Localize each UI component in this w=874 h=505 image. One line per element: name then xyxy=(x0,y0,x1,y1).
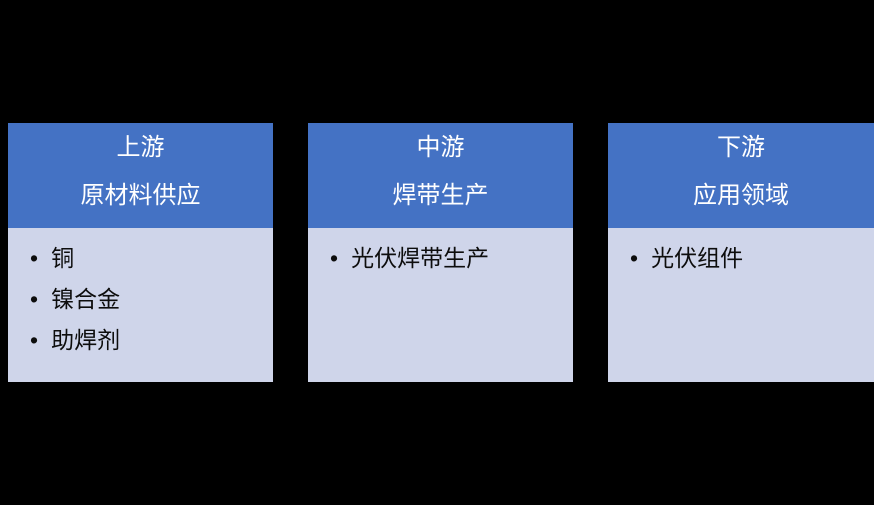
bullet-marker: • xyxy=(30,286,39,312)
stage-subtitle: 应用领域 xyxy=(693,182,789,209)
column-header-downstream: 下游 应用领域 xyxy=(608,123,874,228)
column-body-upstream: •铜 •镍合金 •助焊剂 xyxy=(8,228,273,382)
column-body-downstream: • 光伏组件 xyxy=(608,228,874,382)
stage-subtitle: 原材料供应 xyxy=(80,182,201,209)
bullet-list: •铜 •镍合金 •助焊剂 xyxy=(30,238,267,361)
stage-label: 上游 xyxy=(116,134,165,161)
column-header-midstream: 中游 焊带生产 xyxy=(308,123,573,228)
chain-column-upstream: 上游 原材料供应 •铜 •镍合金 •助焊剂 xyxy=(8,123,273,382)
bullet-marker: • xyxy=(330,245,339,271)
bullet-item: • 光伏组件 xyxy=(630,238,868,279)
bullet-item: • 镍合金 xyxy=(30,279,267,320)
bullet-list: • 光伏组件 xyxy=(630,238,868,279)
bullet-item-text: 光伏焊带生产 xyxy=(351,245,490,271)
stage-label: 中游 xyxy=(416,134,465,161)
chain-column-downstream: 下游 应用领域 • 光伏组件 xyxy=(608,123,874,382)
bullet-item: •铜 xyxy=(30,238,267,279)
bullet-marker: • xyxy=(30,327,39,353)
bullet-item: • 助焊剂 xyxy=(30,320,267,361)
bullet-marker: • xyxy=(630,245,639,271)
bullet-item-text: 助焊剂 xyxy=(51,327,121,353)
bullet-item-text: 光伏组件 xyxy=(651,245,744,271)
chain-column-midstream: 中游 焊带生产 • 光伏焊带生产 xyxy=(308,123,573,382)
column-header-upstream: 上游 原材料供应 xyxy=(8,123,273,228)
bullet-marker: • xyxy=(30,245,39,271)
column-body-midstream: • 光伏焊带生产 xyxy=(308,228,573,382)
bullet-item-text: 镍合金 xyxy=(51,286,121,312)
stage-label: 下游 xyxy=(717,134,765,161)
stage-subtitle: 焊带生产 xyxy=(392,182,489,209)
bullet-item: • 光伏焊带生产 xyxy=(330,238,567,279)
bullet-item-text: 铜 xyxy=(51,245,75,271)
bullet-list: • 光伏焊带生产 xyxy=(330,238,567,279)
